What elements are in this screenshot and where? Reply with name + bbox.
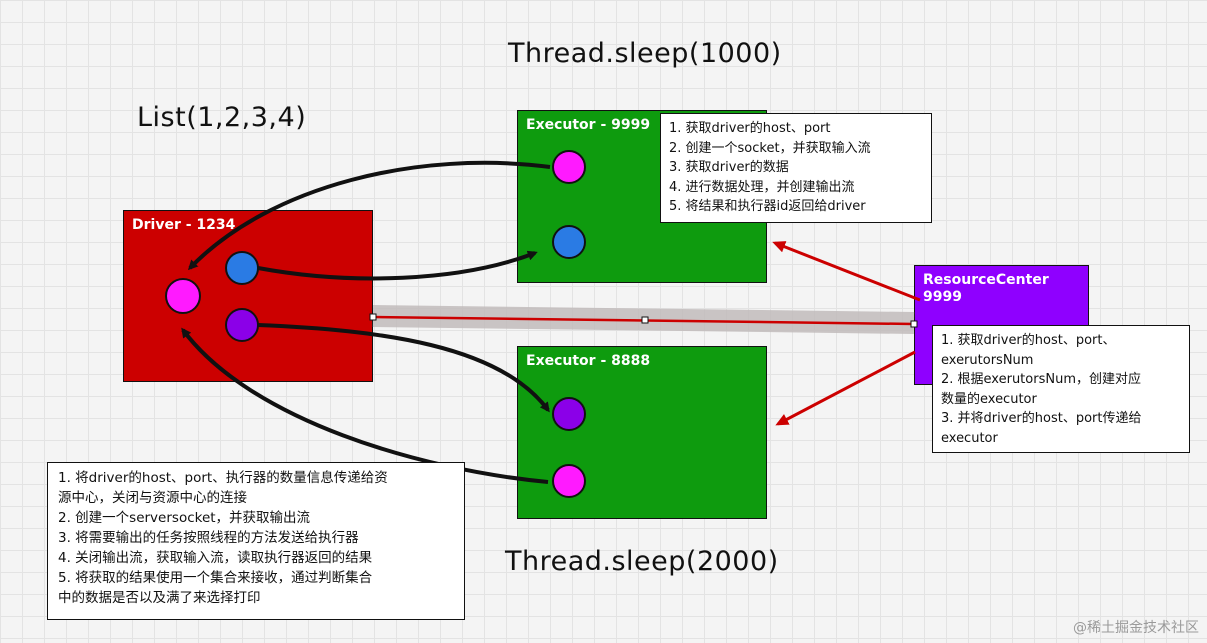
resource-step: 3. 并将driver的host、port传递给	[941, 411, 1142, 426]
executor-9999-magenta-dot	[552, 150, 586, 184]
executor-9999-label: Executor - 9999	[526, 117, 651, 133]
executor-8888-label: Executor - 8888	[526, 353, 651, 369]
executor-step: 4. 进行数据处理，并创建输出流	[669, 179, 855, 195]
watermark: @稀土掘金技术社区	[1073, 620, 1199, 636]
thread-sleep-2000-title: Thread.sleep(2000)	[505, 546, 779, 577]
driver-blue-dot	[225, 251, 259, 285]
driver-box: Driver - 1234	[123, 210, 373, 382]
resource-step: 数量的executor	[941, 391, 1037, 407]
driver-step: 5. 将获取的结果使用一个集合来接收，通过判断集合	[58, 570, 373, 586]
executor-8888-purple-dot	[552, 397, 586, 431]
executor-step: 3. 获取driver的数据	[669, 160, 789, 175]
resource-center-label: ResourceCenter 9999	[923, 272, 1049, 306]
driver-step: 源中心，关闭与资源中心的连接	[58, 490, 247, 506]
executor-9999-blue-dot	[552, 225, 586, 259]
line-handle-mid	[641, 316, 649, 324]
driver-purple-dot	[225, 308, 259, 342]
resource-step: exerutorsNum	[941, 352, 1034, 368]
driver-magenta-dot	[165, 278, 201, 314]
executor-8888-magenta-dot	[552, 464, 586, 498]
resource-center-port: 9999	[923, 289, 962, 305]
resource-to-executor-9999-arrow	[772, 241, 921, 302]
executor-8888-to-driver-arrow	[181, 327, 549, 484]
executor-step: 1. 获取driver的host、port	[669, 121, 831, 136]
driver-step: 中的数据是否以及满了来选择打印	[58, 590, 261, 606]
executor-step: 5. 将结果和执行器id返回给driver	[669, 199, 866, 214]
resource-step: 1. 获取driver的host、port、	[941, 333, 1116, 348]
resource-to-executor-8888-arrow	[775, 350, 916, 426]
list-title: List(1,2,3,4)	[137, 102, 307, 133]
resource-center-name: ResourceCenter	[923, 272, 1049, 288]
resource-step: executor	[941, 430, 998, 446]
line-handle-left	[369, 313, 377, 321]
executor-9999-to-driver-arrow	[187, 160, 551, 271]
driver-steps-note: 1. 将driver的host、port、执行器的数量信息传递给资 源中心，关闭…	[47, 462, 465, 620]
thread-sleep-1000-title: Thread.sleep(1000)	[508, 38, 782, 69]
driver-to-executor-9999-arrow	[257, 250, 538, 281]
driver-step: 3. 将需要输出的任务按照线程的方法发送给执行器	[58, 530, 359, 546]
driver-label: Driver - 1234	[132, 217, 236, 233]
driver-step: 1. 将driver的host、port、执行器的数量信息传递给资	[58, 470, 388, 486]
driver-step: 2. 创建一个serversocket，并获取输出流	[58, 510, 311, 526]
executor-steps-note: 1. 获取driver的host、port 2. 创建一个socket，并获取输…	[660, 113, 932, 223]
driver-step: 4. 关闭输出流，获取输入流，读取执行器返回的结果	[58, 550, 373, 566]
executor-step: 2. 创建一个socket，并获取输入流	[669, 140, 871, 156]
resource-step: 2. 根据exerutorsNum，创建对应	[941, 372, 1141, 387]
resource-center-steps-note: 1. 获取driver的host、port、 exerutorsNum 2. 根…	[932, 325, 1190, 453]
line-handle-right	[910, 320, 918, 328]
driver-to-executor-8888-arrow	[257, 323, 550, 413]
